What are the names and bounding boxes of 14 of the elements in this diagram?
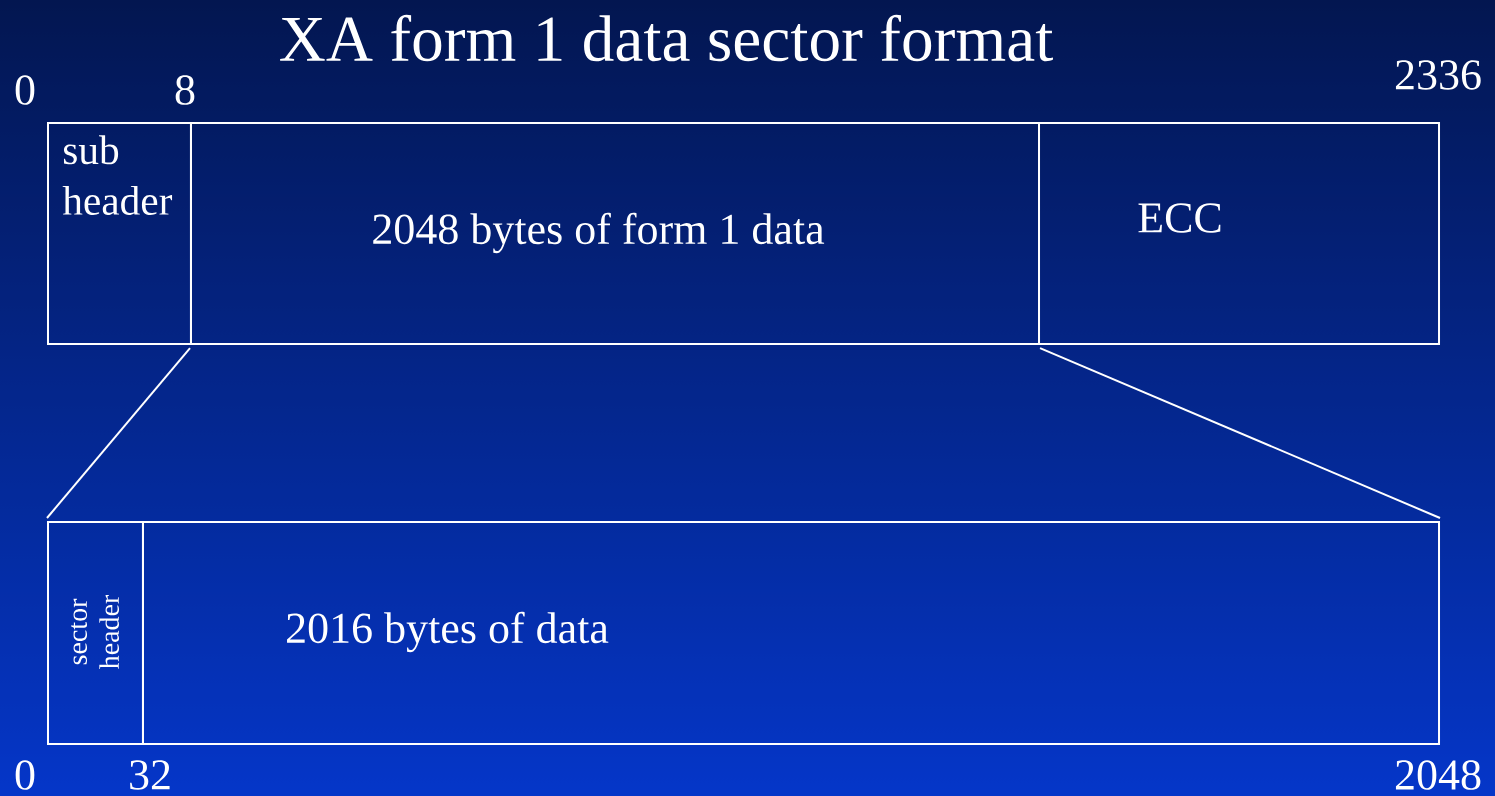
offset-number: 8 xyxy=(175,75,195,105)
zoom-line xyxy=(46,347,191,519)
offset-number: 0 xyxy=(15,75,35,105)
zoom-line xyxy=(1039,347,1441,519)
title: XA form 1 data sector format xyxy=(280,14,1053,62)
offset-number: 2048 xyxy=(1395,760,1481,790)
offset-number: 32 xyxy=(130,760,170,790)
offset-number: 0 xyxy=(15,760,35,790)
field-cell: ECC xyxy=(1038,122,1440,346)
field-cell: 2016 bytes of data xyxy=(142,521,1440,745)
field-cell: 2048 bytes of form 1 data xyxy=(190,122,1040,346)
offset-number: 2336 xyxy=(1395,60,1481,90)
field-cell: sector header xyxy=(47,521,144,745)
field-cell: sub header xyxy=(47,122,192,346)
